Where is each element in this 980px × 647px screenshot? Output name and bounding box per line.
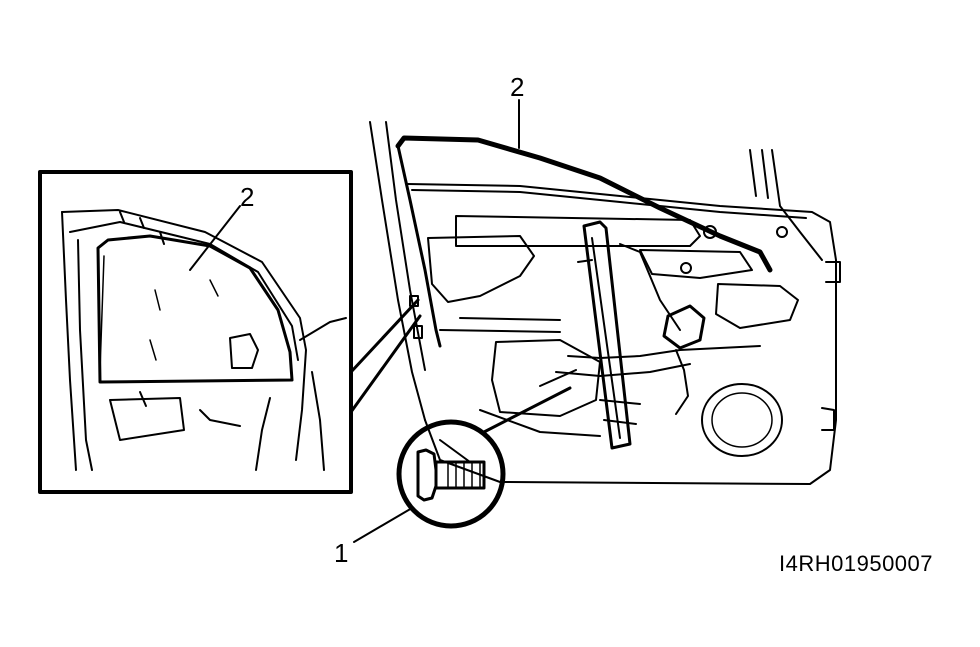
bolt-callout-number: 1	[334, 538, 349, 568]
bolt-magnifier-circle	[396, 419, 506, 529]
inset-door-frame	[61, 209, 307, 461]
inset-leader-upper	[349, 298, 420, 374]
window-regulator	[539, 220, 761, 450]
window-glass-front-edge	[396, 144, 442, 348]
regulator-rail	[582, 220, 632, 450]
main-glass-callout-number: 2	[510, 72, 525, 102]
inset-panel	[38, 170, 353, 494]
bolt-leader-line	[482, 386, 572, 434]
window-glass-top-edge	[395, 135, 773, 273]
inset-leader-lower	[349, 314, 422, 414]
bolt-shank	[434, 460, 486, 490]
door-assembly	[369, 121, 841, 485]
inset-callout-leader	[189, 205, 241, 271]
inset-callout-number: 2	[240, 182, 255, 212]
inset-mirror-mount	[229, 333, 259, 369]
regulator-motor	[662, 304, 706, 350]
bolt-callout-leader	[353, 507, 413, 543]
figure-code: I4RH01950007	[779, 551, 934, 576]
bolt-head	[416, 448, 438, 502]
speaker-opening	[701, 383, 783, 457]
bolt-detail	[396, 386, 572, 529]
inset-window-glass	[96, 234, 294, 384]
inset-frame	[38, 170, 353, 494]
